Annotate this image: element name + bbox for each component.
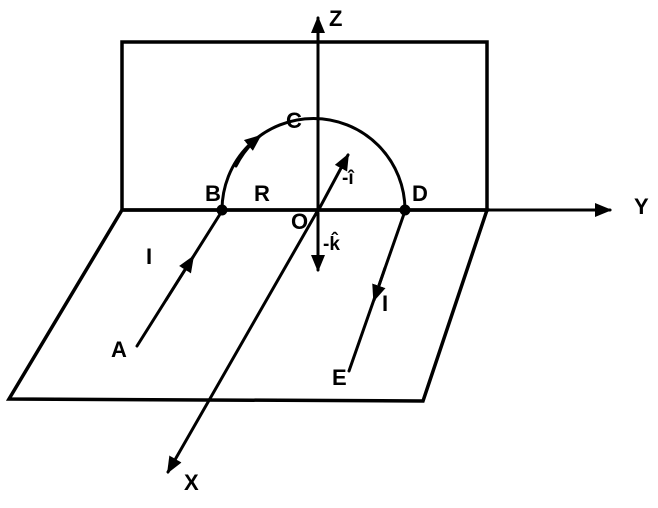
point-b-dot bbox=[216, 204, 228, 216]
semicircular-wire bbox=[220, 117, 407, 212]
point-c-label: C bbox=[286, 108, 302, 133]
neg-i-unit-vector-label: -î bbox=[342, 168, 355, 189]
neg-k-unit-vector-label: -k̂ bbox=[323, 233, 340, 255]
neg-i-unit-vector-arrow bbox=[316, 153, 350, 213]
wire-direction-arrow bbox=[234, 134, 262, 168]
origin-label: O bbox=[291, 209, 308, 234]
x-axis bbox=[166, 208, 320, 474]
z-axis-label: Z bbox=[329, 6, 342, 31]
vertical-plane bbox=[120, 40, 489, 212]
wire-ab-current-arrow bbox=[164, 255, 195, 302]
point-b-label: B bbox=[205, 181, 221, 206]
y-axis-label: Y bbox=[634, 194, 649, 219]
x-axis-label: X bbox=[184, 470, 199, 495]
point-a-label: A bbox=[111, 337, 127, 362]
radius-label: R bbox=[254, 181, 270, 206]
point-e-label: E bbox=[332, 365, 347, 390]
horizontal-plane bbox=[5, 208, 490, 403]
current-left-label: I bbox=[146, 244, 152, 269]
point-d-label: D bbox=[412, 181, 428, 206]
wire-de-current-arrow bbox=[372, 266, 387, 302]
point-d-dot bbox=[399, 204, 411, 216]
current-right-label: I bbox=[382, 291, 388, 316]
